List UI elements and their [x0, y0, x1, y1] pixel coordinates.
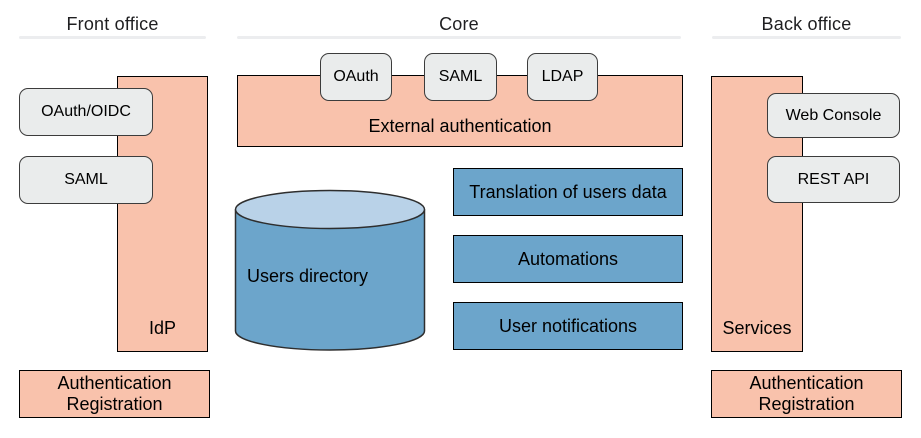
front-chip-oauth-oidc: OAuth/OIDC — [19, 88, 153, 136]
core-chip-saml-label: SAML — [438, 68, 483, 85]
idp-pillar-label: IdP — [148, 318, 177, 338]
module-user-notifications: User notifications — [453, 302, 683, 350]
core-underline — [237, 36, 681, 39]
front-chip-saml: SAML — [19, 156, 153, 204]
database-cylinder-icon — [234, 189, 426, 351]
back-office-title: Back office — [761, 14, 852, 34]
back-auth-line1: Authentication — [749, 373, 864, 393]
front-auth-registration-box: Authentication Registration — [19, 370, 210, 418]
module-translation-of-users-data: Translation of users data — [453, 168, 683, 216]
front-chip-saml-label: SAML — [64, 171, 108, 188]
front-office-underline — [19, 36, 206, 39]
core-header: Core — [237, 14, 681, 39]
front-auth-line1: Authentication — [57, 373, 172, 393]
core-chip-oauth-label: OAuth — [333, 68, 379, 85]
back-office-header: Back office — [712, 14, 901, 39]
front-auth-line2: Registration — [66, 394, 163, 414]
back-chip-web-console: Web Console — [767, 93, 900, 138]
external-authentication-label: External authentication — [368, 116, 552, 136]
core-chip-saml: SAML — [424, 53, 497, 101]
core-title: Core — [439, 14, 479, 34]
services-pillar-label: Services — [722, 318, 792, 338]
front-chip-oauth-oidc-label: OAuth/OIDC — [41, 103, 131, 120]
module-automations-label: Automations — [517, 248, 619, 269]
front-office-title: Front office — [66, 14, 159, 34]
back-auth-registration-box: Authentication Registration — [711, 370, 902, 418]
module-automations: Automations — [453, 235, 683, 283]
module-translation-label: Translation of users data — [469, 181, 667, 202]
core-chip-ldap-label: LDAP — [541, 68, 584, 85]
back-chip-rest-api: REST API — [767, 156, 900, 203]
back-chip-web-console-label: Web Console — [785, 106, 882, 124]
back-chip-rest-api-label: REST API — [797, 170, 870, 188]
core-chip-ldap: LDAP — [527, 53, 598, 101]
users-directory-label: Users directory — [247, 266, 369, 286]
back-auth-line2: Registration — [758, 394, 855, 414]
back-office-underline — [712, 36, 901, 39]
module-user-notifications-label: User notifications — [498, 315, 638, 336]
front-office-header: Front office — [19, 14, 206, 39]
core-chip-oauth: OAuth — [320, 53, 392, 101]
